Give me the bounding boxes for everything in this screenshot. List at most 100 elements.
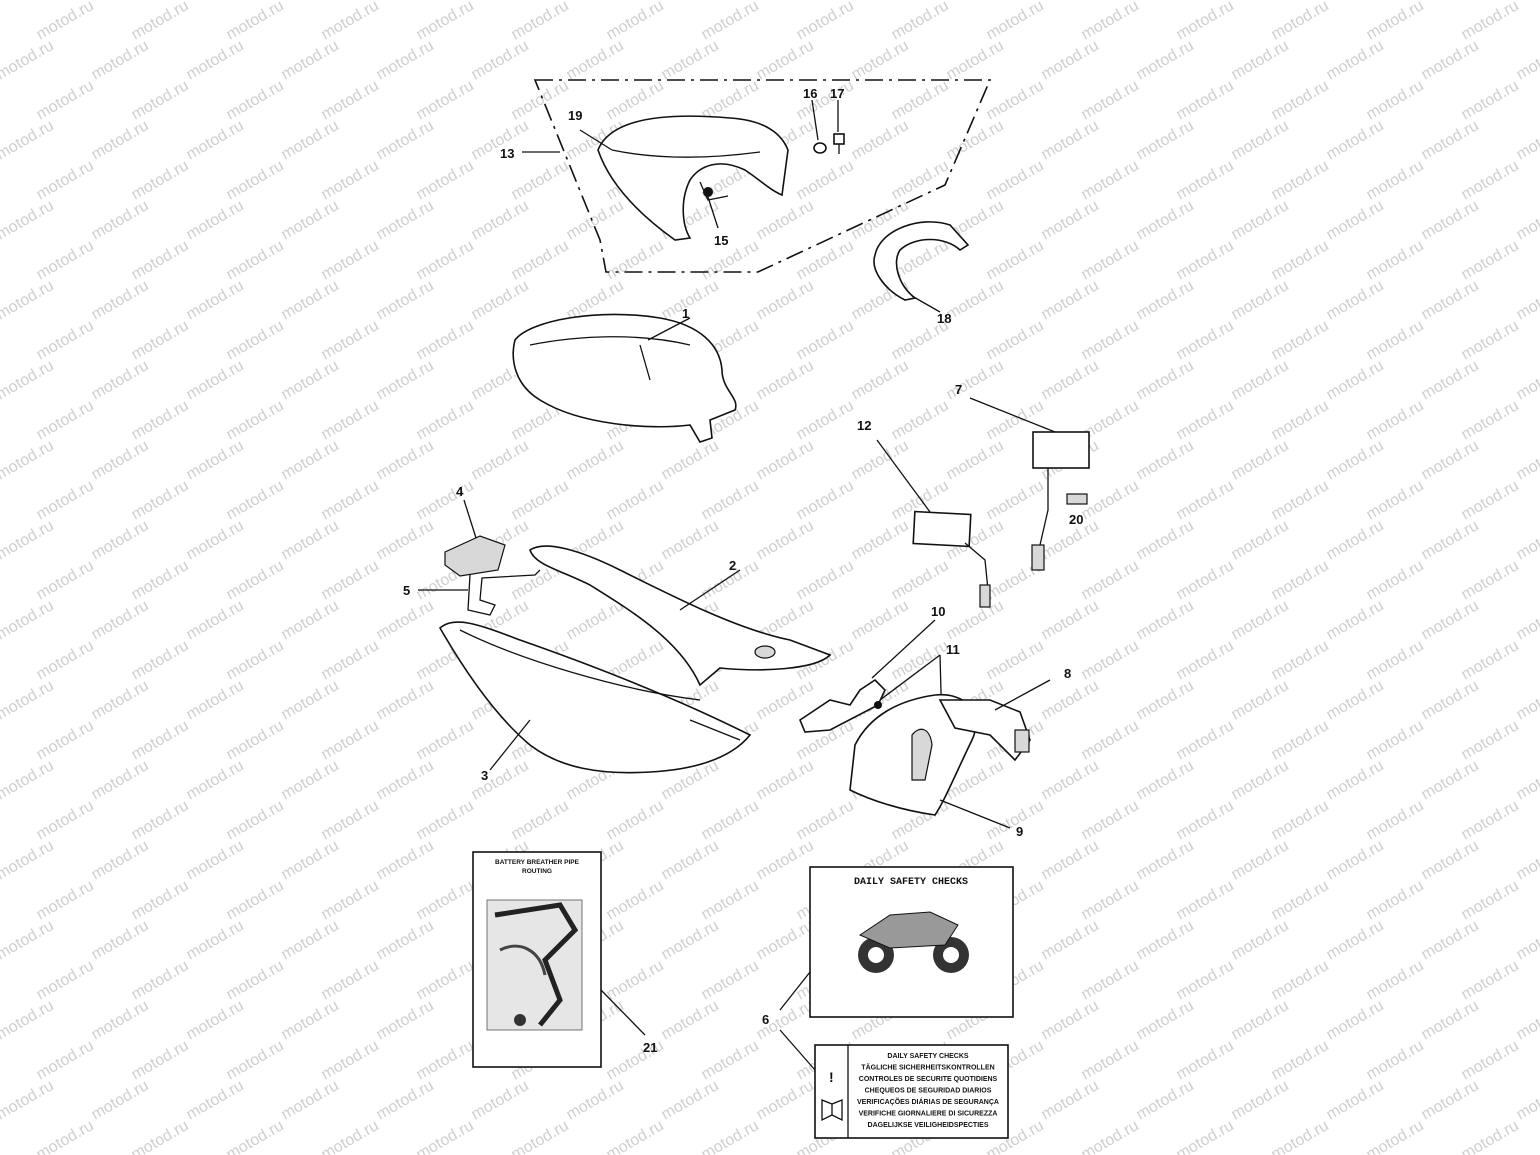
watermark-text: motod.ru [1324, 357, 1387, 403]
watermark-text: motod.ru [509, 0, 572, 43]
watermark-text: motod.ru [659, 37, 722, 83]
watermark-text: motod.ru [0, 637, 2, 683]
watermark-text: motod.ru [1134, 997, 1197, 1043]
watermark-text: motod.ru [1229, 517, 1292, 563]
watermark-text: motod.ru [34, 717, 97, 763]
watermark-text: motod.ru [699, 957, 762, 1003]
watermark-text: motod.ru [224, 477, 287, 523]
watermark-text: motod.ru [1459, 0, 1522, 43]
watermark-text: motod.ru [89, 997, 152, 1043]
watermark-text: motod.ru [469, 37, 532, 83]
watermark-text: motod.ru [984, 237, 1047, 283]
watermark-text: motod.ru [794, 0, 857, 43]
bracket-5 [418, 569, 541, 616]
watermark-text: motod.ru [224, 637, 287, 683]
watermark-text: motod.ru [564, 1077, 627, 1123]
watermark-text: motod.ru [1134, 837, 1197, 883]
watermark-text: motod.ru [319, 1117, 382, 1155]
watermark-text: motod.ru [374, 517, 437, 563]
watermark-text: motod.ru [1039, 837, 1102, 883]
watermark-text: motod.ru [1459, 317, 1522, 363]
watermark-text: motod.ru [564, 197, 627, 243]
watermark-text: motod.ru [1134, 757, 1197, 803]
watermark-text: motod.ru [414, 877, 477, 923]
callout-18: 18 [937, 311, 951, 326]
multilang-line: DAILY SAFETY CHECKS [887, 1053, 968, 1060]
watermark-text: motod.ru [224, 1037, 287, 1083]
watermark-text: motod.ru [1324, 117, 1387, 163]
watermark-text: motod.ru [1079, 0, 1142, 43]
watermark-text: motod.ru [1419, 917, 1482, 963]
watermark-text: motod.ru [34, 637, 97, 683]
watermark-text: motod.ru [1079, 877, 1142, 923]
watermark-text: motod.ru [89, 357, 152, 403]
watermark-text: motod.ru [754, 757, 817, 803]
watermark-text: motod.ru [129, 637, 192, 683]
watermark-text: motod.ru [0, 317, 2, 363]
watermark-text: motod.ru [1269, 1037, 1332, 1083]
watermark-text: motod.ru [794, 477, 857, 523]
watermark-text: motod.ru [279, 277, 342, 323]
watermark-text: motod.ru [129, 237, 192, 283]
watermark-text: motod.ru [89, 0, 152, 3]
watermark-text: motod.ru [1514, 1077, 1540, 1123]
watermark-text: motod.ru [1364, 637, 1427, 683]
watermark-text: motod.ru [794, 237, 857, 283]
multilang-line: VERIFICHE GIORNALIERE DI SICUREZZA [859, 1111, 998, 1118]
watermark-text: motod.ru [89, 1077, 152, 1123]
watermark-text: motod.ru [1229, 437, 1292, 483]
watermark-text: motod.ru [1364, 1037, 1427, 1083]
callout-4: 4 [456, 484, 464, 499]
watermark-text: motod.ru [1419, 437, 1482, 483]
label-7 [969, 397, 1090, 571]
watermark-text: motod.ru [1324, 37, 1387, 83]
watermark-text: motod.ru [89, 517, 152, 563]
watermark-text: motod.ru [604, 957, 667, 1003]
watermark-text: motod.ru [34, 77, 97, 123]
motorcycle-illustration [858, 911, 969, 973]
watermark-text: motod.ru [1514, 357, 1540, 403]
watermark-text: motod.ru [0, 397, 2, 443]
watermark-text: motod.ru [1419, 597, 1482, 643]
watermark-text: motod.ru [1269, 797, 1332, 843]
watermark-text: motod.ru [1229, 597, 1292, 643]
watermark-text: motod.ru [564, 37, 627, 83]
watermark-text: motod.ru [319, 317, 382, 363]
watermark-text: motod.ru [1039, 757, 1102, 803]
watermark-text: motod.ru [1134, 0, 1197, 3]
callout-2: 2 [729, 558, 736, 573]
watermark-text: motod.ru [1134, 357, 1197, 403]
watermark-text: motod.ru [849, 117, 912, 163]
watermark-text: motod.ru [1039, 917, 1102, 963]
watermark-text: motod.ru [889, 637, 952, 683]
watermark-text: motod.ru [1174, 877, 1237, 923]
watermark-text: motod.ru [129, 157, 192, 203]
watermark-text: motod.ru [89, 437, 152, 483]
watermark-text: motod.ru [944, 277, 1007, 323]
watermark-text: motod.ru [414, 477, 477, 523]
watermark-text: motod.ru [794, 157, 857, 203]
callout-7: 7 [955, 382, 962, 397]
callout-11: 11 [946, 642, 960, 657]
watermark-text: motod.ru [34, 1037, 97, 1083]
watermark-text: motod.ru [34, 957, 97, 1003]
watermark-text: motod.ru [1079, 797, 1142, 843]
watermark-text: motod.ru [374, 1077, 437, 1123]
watermark-text: motod.ru [1324, 277, 1387, 323]
book-icon [821, 1099, 843, 1122]
watermark-text: motod.ru [1514, 837, 1540, 883]
watermark-text: motod.ru [34, 157, 97, 203]
watermark-text: motod.ru [184, 517, 247, 563]
watermark-text: motod.ru [129, 1037, 192, 1083]
watermark-text: motod.ru [699, 0, 762, 43]
watermark-text: motod.ru [0, 277, 57, 323]
watermark-text: motod.ru [1514, 437, 1540, 483]
callout-3: 3 [481, 768, 488, 783]
watermark-text: motod.ru [1324, 437, 1387, 483]
watermark-text: motod.ru [129, 1117, 192, 1155]
watermark-text: motod.ru [1134, 277, 1197, 323]
watermark-text: motod.ru [414, 957, 477, 1003]
watermark-text: motod.ru [944, 437, 1007, 483]
watermark-text: motod.ru [1419, 277, 1482, 323]
